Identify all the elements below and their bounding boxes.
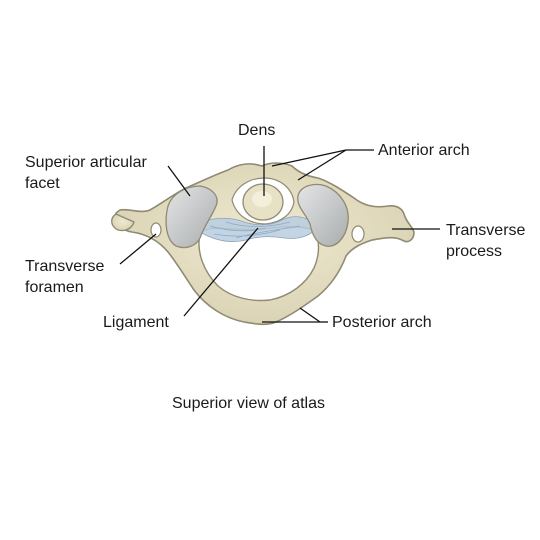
label-dens: Dens [238, 122, 276, 139]
leader-ligament [183, 227, 259, 317]
label-transverse-foramen: Transverse foramen [25, 256, 104, 298]
left-transverse-foramen [150, 222, 162, 238]
label-superior-articular-facet-line1: Superior articular [25, 154, 147, 171]
left-transverse-tip [111, 213, 135, 232]
figure-caption: Superior view of atlas [172, 395, 325, 412]
leader-posterior-arch-a [299, 307, 321, 323]
label-superior-articular-facet-line2: facet [25, 175, 60, 192]
leader-transverse-foramen [119, 233, 157, 265]
dens-highlight [252, 191, 272, 207]
leader-lines [119, 146, 440, 323]
leader-anterior-arch-b [297, 149, 347, 181]
label-superior-articular-facet: Superior articular facet [25, 152, 147, 194]
leader-anterior-arch-a [271, 149, 347, 167]
label-transverse-foramen-line1: Transverse [25, 258, 105, 275]
left-superior-articular-facet [165, 185, 218, 249]
label-transverse-process-line2: process [446, 243, 503, 260]
ligament-fibers [209, 221, 301, 239]
label-transverse-foramen-line2: foramen [25, 279, 84, 296]
label-posterior-arch: Posterior arch [332, 314, 432, 331]
right-superior-articular-facet [297, 183, 349, 247]
label-ligament: Ligament [103, 314, 169, 331]
label-anterior-arch: Anterior arch [378, 142, 470, 159]
label-transverse-process: Transverse process [446, 220, 525, 262]
right-transverse-foramen [351, 225, 365, 243]
leader-superior-articular-facet [167, 165, 191, 197]
label-transverse-process-line1: Transverse [446, 222, 526, 239]
